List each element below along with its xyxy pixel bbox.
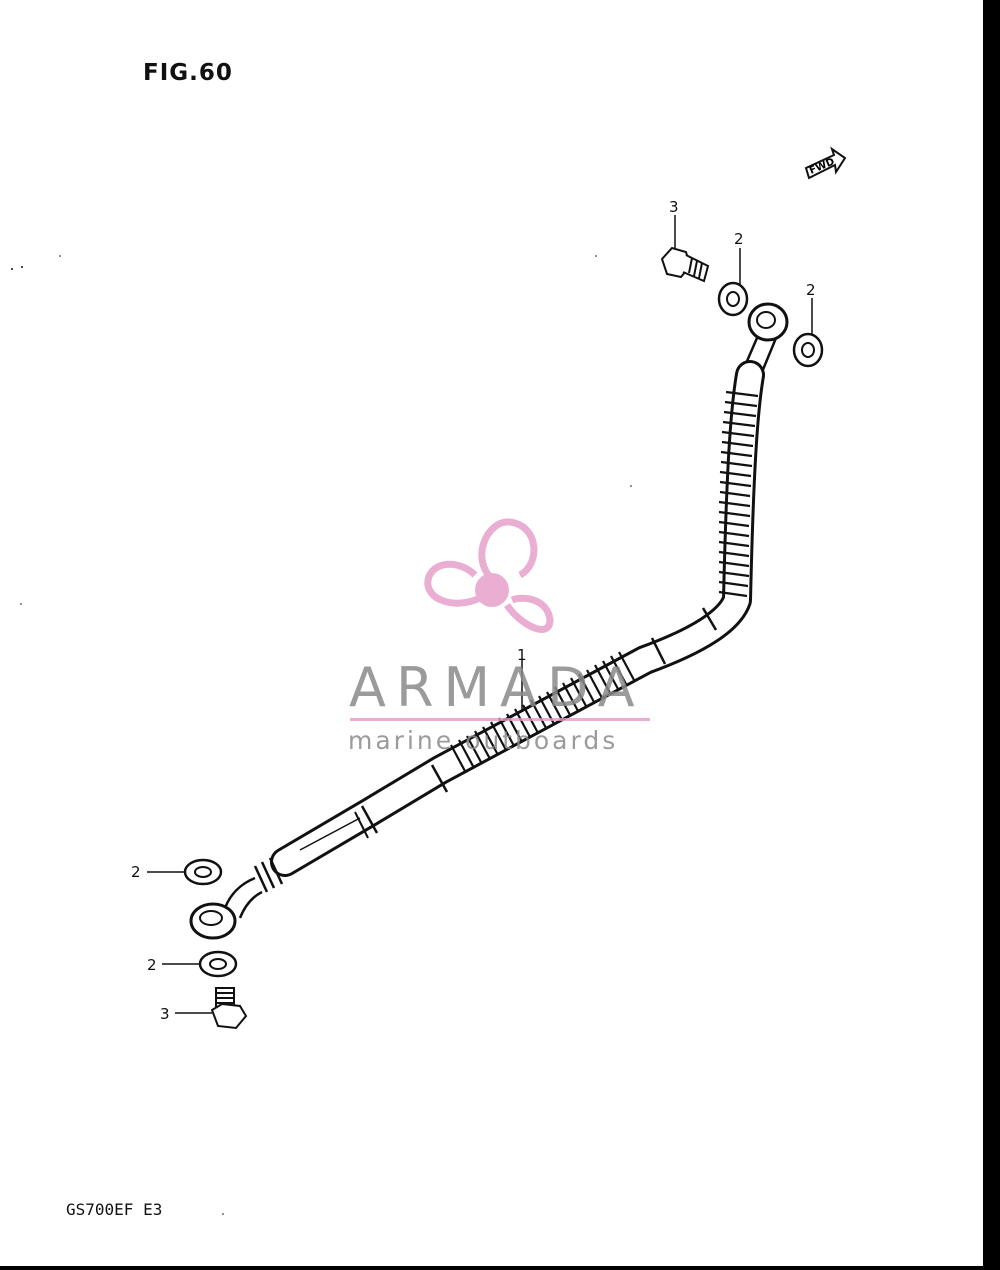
lower-union-bolt xyxy=(210,987,248,1030)
forward-arrow-icon: FWD xyxy=(804,146,847,180)
callout-upper-bolt: 3 xyxy=(669,198,679,216)
brake-hose xyxy=(253,360,765,893)
callout-hose: 1 xyxy=(517,646,527,664)
callout-numbers: 3 2 2 1 2 2 3 xyxy=(131,198,816,1023)
callout-lower-washer-1: 2 xyxy=(131,863,141,881)
figure-title: FIG.60 xyxy=(143,60,233,86)
lower-banjo-fitting xyxy=(189,876,263,940)
watermark-rule xyxy=(350,718,650,721)
propeller-logo-icon xyxy=(424,518,554,633)
upper-union-bolt xyxy=(660,246,710,283)
upper-banjo-fitting xyxy=(742,302,789,373)
leader-lines xyxy=(147,215,813,1014)
callout-lower-washer-2: 2 xyxy=(147,956,157,974)
watermark-tagline: marine outboards xyxy=(348,726,619,755)
watermark-name: ARMADA xyxy=(349,656,645,719)
scan-specks xyxy=(11,255,632,1215)
callout-lower-bolt: 3 xyxy=(160,1005,170,1023)
callout-upper-washer-1: 2 xyxy=(734,230,744,248)
bottom-border-line xyxy=(0,1266,983,1270)
right-border-bar xyxy=(983,0,1000,1270)
model-code: GS700EF E3 xyxy=(66,1200,163,1219)
callout-upper-washer-2: 2 xyxy=(806,281,816,299)
